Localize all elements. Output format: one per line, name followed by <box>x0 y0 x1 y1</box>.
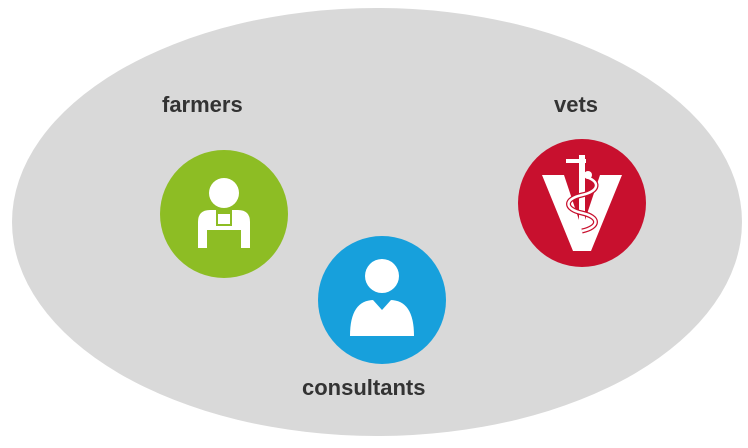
vets-label: vets <box>554 92 599 117</box>
consultant-icon <box>318 236 446 364</box>
consultants-label: consultants <box>302 375 426 400</box>
farmers-label: farmers <box>162 92 243 117</box>
veterinary-symbol-icon <box>518 139 646 267</box>
farmer-icon <box>160 150 288 278</box>
